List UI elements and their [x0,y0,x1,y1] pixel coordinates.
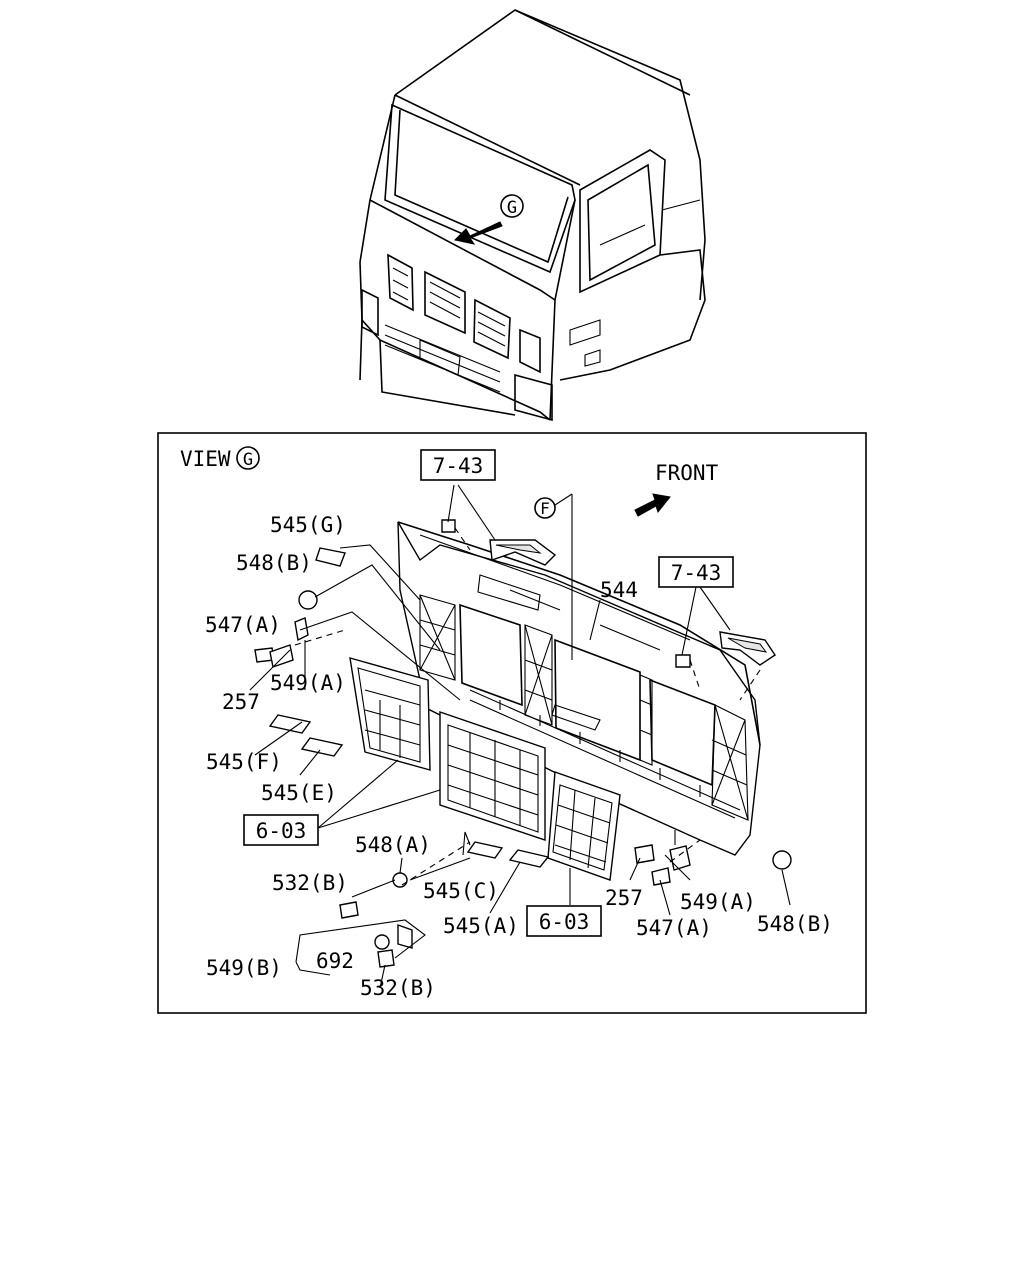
label-549a-left: 549(A) [270,671,346,695]
ref-box-603-left[interactable]: 6-03 [243,814,319,846]
label-257-left: 257 [222,690,260,714]
svg-text:6-03: 6-03 [539,910,590,934]
view-header-circle [236,446,260,470]
bracket-549a-right [669,845,691,871]
bolt-257-right [634,844,655,864]
leader-lines [249,484,791,989]
nut-548a [392,872,408,888]
bolt-547a-right [651,867,671,886]
view-f-marker: F [534,497,556,519]
label-547a-right: 547(A) [636,916,712,940]
view-header: VIEW G [180,446,260,471]
label-545a: 545(A) [443,914,519,938]
label-545g: 545(G) [270,513,346,537]
nut-548b-right [772,850,792,870]
svg-text:6-03: 6-03 [256,819,307,843]
label-548a: 548(A) [355,833,431,857]
label-545f: 545(F) [206,750,282,774]
label-257-right: 257 [605,886,643,910]
svg-text:7-43: 7-43 [671,561,722,585]
grille-insert-left [349,657,431,771]
clip-545e [300,737,344,757]
part-labels: 545(G) 548(B) 547(A) 257 549(A) 545(F) 5… [205,513,833,1000]
nut-548b-left [298,590,318,610]
label-545c: 545(C) [423,879,499,903]
label-545e: 545(E) [261,781,337,805]
bolt-532b-top [339,901,359,919]
clip-545c [466,841,504,859]
label-549a-right: 549(A) [680,890,756,914]
label-532b-top: 532(B) [272,871,348,895]
label-549b: 549(B) [206,956,282,980]
front-arrow-icon [634,493,671,517]
view-header-marker: G [243,450,253,470]
view-g-frame [157,432,867,1014]
clip-545g [315,547,346,567]
clip-692 [374,934,390,950]
truck-cab-illustration: G [359,9,706,422]
ref-box-743-right[interactable]: 7-43 [658,556,734,588]
label-692: 692 [316,949,354,973]
ref-box-743-left[interactable]: 7-43 [420,449,496,481]
front-label: FRONT [655,461,719,485]
label-532b-bottom: 532(B) [360,976,436,1000]
svg-text:7-43: 7-43 [433,454,484,478]
handle-bracket-right [675,631,776,668]
dashed-leaders [294,527,761,886]
label-547a-left: 547(A) [205,613,281,637]
grille-insert-center [439,711,546,841]
label-544: 544 [600,578,638,602]
front-indicator: FRONT [634,461,719,517]
clip-545f [268,714,312,734]
label-548b-left: 548(B) [236,551,312,575]
label-548b-right: 548(B) [757,912,833,936]
clip-545a [508,849,550,868]
view-g-marker [500,194,524,218]
view-label: VIEW [180,447,231,471]
svg-text:F: F [540,499,550,518]
view-g-marker-letter: G [507,198,517,218]
bracket-549b [397,924,413,949]
bolt-532b-bottom [377,949,395,968]
ref-box-603-right[interactable]: 6-03 [526,905,602,937]
bolt-257-left [269,644,294,668]
handle-bracket-left [441,519,557,566]
grille-insert-right [547,771,621,881]
